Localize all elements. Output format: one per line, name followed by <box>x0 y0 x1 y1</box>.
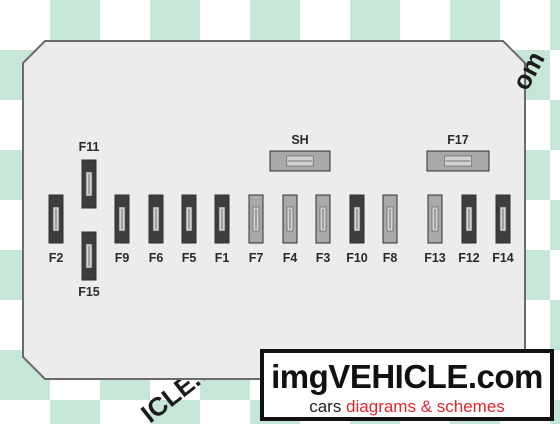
brand-tagline: cars diagrams & schemes <box>264 397 550 416</box>
fuse-label: F9 <box>115 251 130 265</box>
fuse-label: F7 <box>249 251 264 265</box>
fuse-f14: F14 <box>492 194 514 265</box>
fuse-label: F15 <box>78 285 100 299</box>
large-fuse-f17: F17 <box>426 133 490 172</box>
fuse-label: F1 <box>215 251 230 265</box>
fuse-panel <box>22 40 526 380</box>
fuse-f9: F9 <box>114 194 130 265</box>
fuse-label: F4 <box>283 251 298 265</box>
large-fuse-sh: SH <box>269 133 331 172</box>
fuse-f8: F8 <box>382 194 398 265</box>
brand-title: imgVEHICLE.com <box>271 358 543 395</box>
fuse-f5: F5 <box>181 194 197 265</box>
fuse-f1: F1 <box>214 194 230 265</box>
brand-tagline-highlight: diagrams & schemes <box>346 397 505 416</box>
fuse-label: F5 <box>182 251 197 265</box>
fuse-label: F14 <box>492 251 514 265</box>
fuse-label: F13 <box>424 251 446 265</box>
fuse-f6: F6 <box>148 194 164 265</box>
brand-logo: imgVEHICLE.com cars diagrams & schemes <box>260 349 554 421</box>
fuse-label: F8 <box>383 251 398 265</box>
fuse-f3: F3 <box>315 194 331 265</box>
fuse-label: F6 <box>149 251 164 265</box>
large-fuse-layer: SH F17 <box>269 133 490 172</box>
fuse-f4: F4 <box>282 194 298 265</box>
fuse-f7: F7 <box>248 194 264 265</box>
fuse-f12: F12 <box>458 194 480 265</box>
fuse-f11: F11 <box>79 140 100 209</box>
fuse-f10: F10 <box>346 194 368 265</box>
large-fuse-label: SH <box>291 133 308 147</box>
fuse-label: F11 <box>79 140 100 154</box>
fuse-f15: F15 <box>78 231 100 299</box>
fuse-f13: F13 <box>424 194 446 265</box>
large-fuse-label: F17 <box>447 133 469 147</box>
fuse-label: F3 <box>316 251 331 265</box>
fuse-label: F2 <box>49 251 64 265</box>
brand-tagline-prefix: cars <box>309 397 347 416</box>
fuse-f2: F2 <box>48 194 64 265</box>
fuse-label: F12 <box>458 251 480 265</box>
fuse-label: F10 <box>346 251 368 265</box>
